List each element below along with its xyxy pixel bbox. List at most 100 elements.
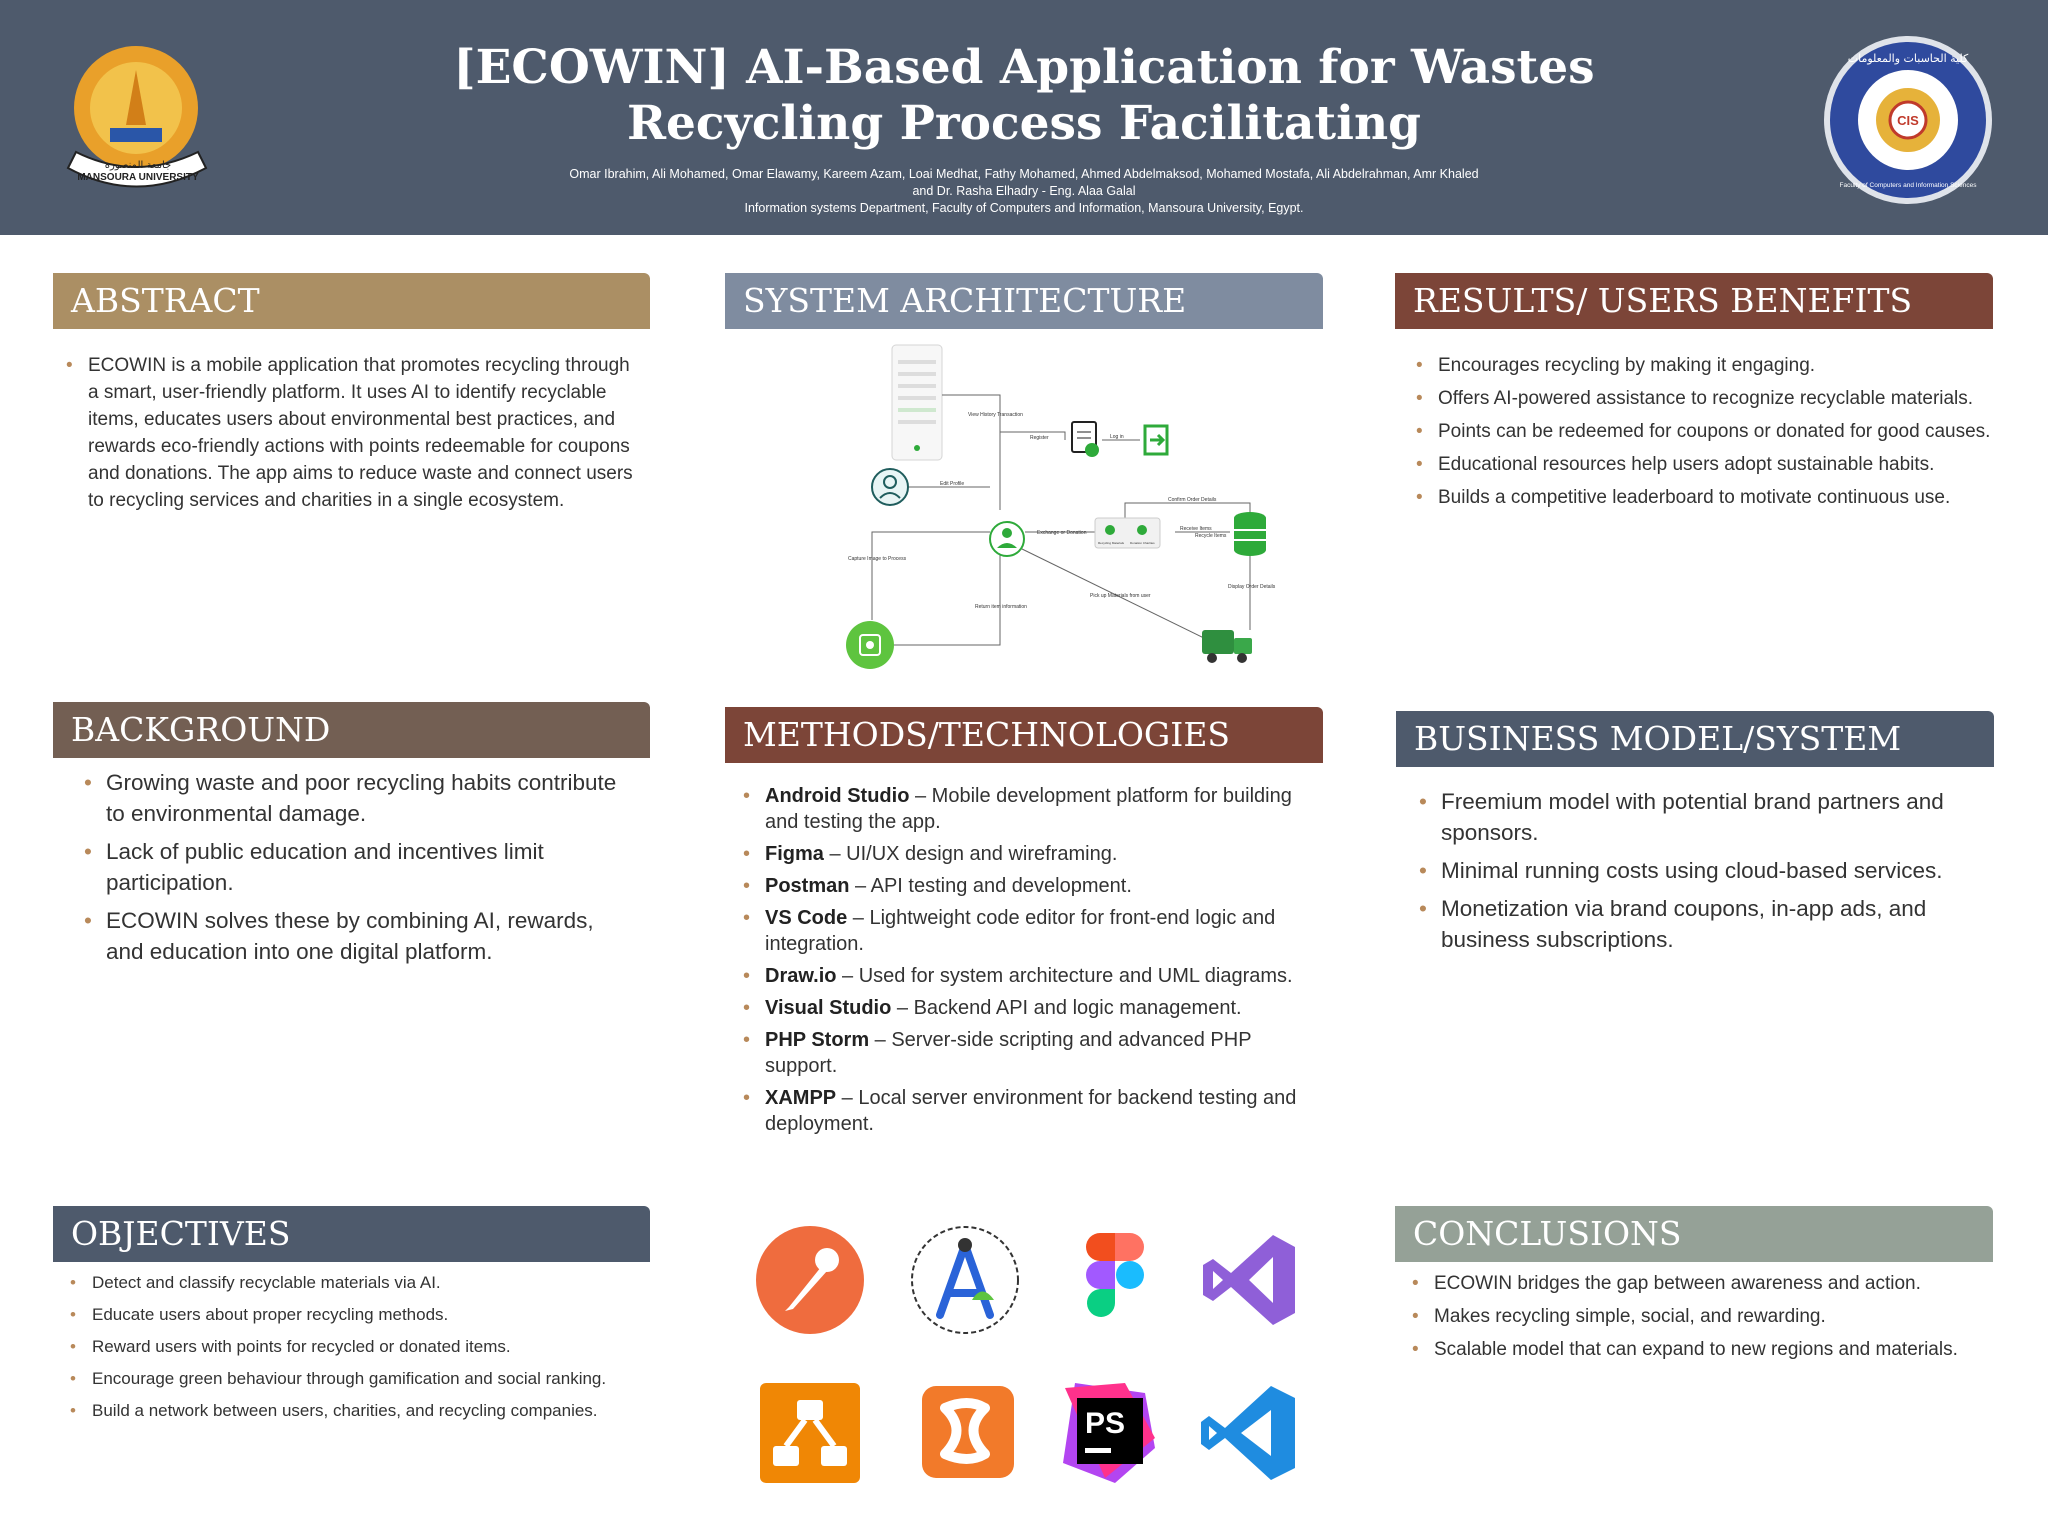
method-desc: – Lightweight code editor for front-end … (765, 907, 1276, 955)
label-confirm-order: Confirm Order Details (1168, 497, 1217, 503)
method-desc: – Mobile development platform for buildi… (765, 785, 1292, 833)
method-desc: – UI/UX design and wireframing. (823, 843, 1118, 865)
vscode-icon (1201, 1386, 1295, 1480)
results-item: Offers AI-powered assistance to recogniz… (1404, 385, 1999, 412)
label-exchange: Exchange or Donation (1037, 530, 1087, 536)
method-item: Figma – UI/UX design and wireframing. (731, 841, 1321, 867)
login-icon (1143, 424, 1169, 456)
user-icon (989, 521, 1025, 557)
method-name: Postman (765, 875, 850, 897)
results-item: Builds a competitive leaderboard to moti… (1404, 484, 1999, 511)
poster-title-line1: [ECOWIN] AI-Based Application for Wastes (453, 40, 1595, 95)
objectives-list: Detect and classify recyclable materials… (58, 1270, 648, 1430)
authors-line2: and Dr. Rasha Elhadry - Eng. Alaa Galal (912, 184, 1136, 198)
method-name: Draw.io (765, 965, 837, 987)
background-item: Growing waste and poor recycling habits … (72, 767, 632, 829)
method-item: Draw.io – Used for system architecture a… (731, 963, 1321, 989)
method-item: XAMPP – Local server environment for bac… (731, 1085, 1321, 1137)
methods-list: Android Studio – Mobile development plat… (731, 783, 1321, 1137)
left-logo-arabic: جامعة المنصورة (105, 160, 171, 171)
method-item: VS Code – Lightweight code editor for fr… (731, 905, 1321, 957)
method-name: PHP Storm (765, 1029, 870, 1051)
label-receive-items: Receive Items (1180, 526, 1212, 532)
system-architecture-diagram: View History Transaction Register Log in… (846, 344, 1276, 669)
conclusions-item: Makes recycling simple, social, and rewa… (1400, 1303, 1995, 1330)
business-item: Minimal running costs using cloud-based … (1407, 855, 1997, 886)
background-list: Growing waste and poor recycling habits … (72, 767, 632, 974)
poster-title-line2: Recycling Process Facilitating (626, 96, 1422, 151)
poster-title: [ECOWIN] AI-Based Application for Wastes… (430, 40, 1618, 152)
objectives-item: Build a network between users, charities… (58, 1398, 648, 1424)
android-studio-icon (911, 1226, 1019, 1334)
objectives-item: Detect and classify recyclable materials… (58, 1270, 648, 1296)
business-list: Freemium model with potential brand part… (1407, 786, 1997, 962)
left-logo-text: MANSOURA UNIVERSITY (77, 172, 199, 183)
method-name: Visual Studio (765, 997, 892, 1019)
phpstorm-icon: PS (1063, 1383, 1155, 1483)
label-pickup: Pick up Materials from user (1090, 593, 1151, 599)
drawio-icon (760, 1383, 860, 1483)
abstract-item: ECOWIN is a mobile application that prom… (54, 352, 644, 514)
cis-faculty-logo: CIS كلية الحاسبات والمعلومات Faculty of … (1824, 36, 1992, 204)
conclusions-heading: CONCLUSIONS (1395, 1206, 1993, 1262)
background-item: Lack of public education and incentives … (72, 836, 632, 898)
authors-block: Omar Ibrahim, Ali Mohamed, Omar Elawamy,… (430, 166, 1618, 217)
label-display-order: Display Order Details (1228, 584, 1276, 590)
business-heading: BUSINESS MODEL/SYSTEM COST (1396, 711, 1994, 814)
method-desc: – Local server environment for backend t… (765, 1087, 1297, 1135)
results-list: Encourages recycling by making it engagi… (1404, 352, 1999, 517)
authors-line1: Omar Ibrahim, Ali Mohamed, Omar Elawamy,… (569, 167, 1479, 181)
figma-icon (1086, 1233, 1144, 1317)
objectives-item: Educate users about proper recycling met… (58, 1302, 648, 1328)
method-item: PHP Storm – Server-side scripting and ad… (731, 1027, 1321, 1079)
label-recycling-materials: Recycling Materials (1098, 541, 1125, 545)
method-item: Postman – API testing and development. (731, 873, 1321, 899)
label-donation-charities: Donation Charities (1130, 541, 1155, 545)
objectives-item: Reward users with points for recycled or… (58, 1334, 648, 1360)
results-heading: RESULTS/ USERS BENEFITS (1395, 273, 1993, 329)
recycling-services-box: Recycling Materials Donation Charities (1094, 517, 1161, 549)
label-login: Log in (1110, 434, 1124, 440)
conclusions-item: Scalable model that can expand to new re… (1400, 1336, 1995, 1363)
profile-icon (871, 468, 909, 506)
conclusions-item: ECOWIN bridges the gap between awareness… (1400, 1270, 1995, 1297)
app-screen-thumbnail (891, 344, 943, 461)
abstract-list: ECOWIN is a mobile application that prom… (54, 352, 644, 514)
right-logo-text: Faculty of Computers and Information Sci… (1840, 182, 1978, 189)
visual-studio-icon (1203, 1235, 1295, 1325)
affiliation: Information systems Department, Faculty … (744, 201, 1304, 215)
objectives-heading: OBJECTIVES (53, 1206, 650, 1262)
label-capture: Capture Image to Process (848, 556, 907, 562)
header-banner: MANSOURA UNIVERSITY جامعة المنصورة [ECOW… (0, 0, 2048, 235)
method-item: Android Studio – Mobile development plat… (731, 783, 1321, 835)
method-desc: – API testing and development. (849, 875, 1132, 897)
label-return-item: Return item information (975, 604, 1027, 610)
results-item: Points can be redeemed for coupons or do… (1404, 418, 1999, 445)
method-item: Visual Studio – Backend API and logic ma… (731, 995, 1321, 1021)
right-logo-arabic: كلية الحاسبات والمعلومات (1848, 52, 1969, 65)
method-name: Figma (765, 843, 824, 865)
ai-chip-icon (846, 621, 894, 669)
method-name: Android Studio (765, 785, 910, 807)
method-desc: – Backend API and logic management. (891, 997, 1242, 1019)
method-name: XAMPP (765, 1087, 837, 1109)
background-heading: BACKGROUND (53, 702, 650, 758)
label-recycle-items: Recycle Items (1195, 533, 1227, 539)
business-item: Monetization via brand coupons, in-app a… (1407, 893, 1997, 955)
method-name: VS Code (765, 907, 848, 929)
architecture-heading: SYSTEM ARCHITECTURE (725, 273, 1323, 329)
method-desc: – Used for system architecture and UML d… (836, 965, 1293, 987)
xampp-icon (922, 1386, 1014, 1478)
database-icon (1234, 512, 1266, 556)
background-item: ECOWIN solves these by combining AI, rew… (72, 905, 632, 967)
business-item: Freemium model with potential brand part… (1407, 786, 1997, 848)
mansoura-university-logo: MANSOURA UNIVERSITY جامعة المنصورة (66, 46, 208, 188)
right-logo-badge: CIS (1897, 113, 1919, 128)
label-edit-profile: Edit Profile (940, 481, 964, 487)
objectives-item: Encourage green behaviour through gamifi… (58, 1366, 648, 1392)
delivery-truck-icon (1202, 630, 1252, 663)
label-view-history: View History Transaction (968, 412, 1023, 418)
method-desc: – Server-side scripting and advanced PHP… (765, 1029, 1252, 1077)
methods-heading: METHODS/TECHNOLOGIES (725, 707, 1323, 763)
conclusions-list: ECOWIN bridges the gap between awareness… (1400, 1270, 1995, 1369)
